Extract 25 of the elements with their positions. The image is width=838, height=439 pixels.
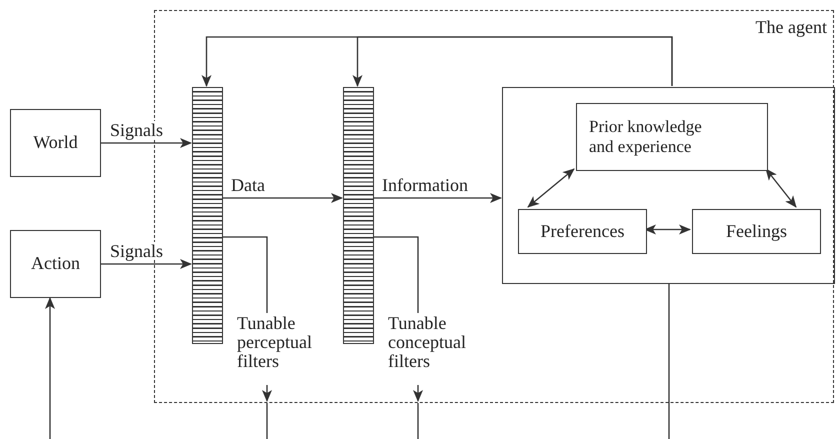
arrow [527,168,575,208]
edge-label: Information [381,176,469,194]
process-box: Feelings [692,209,821,254]
arrow [101,259,192,269]
agent-title: The agent [756,17,827,38]
process-box: World [10,109,101,177]
process-box: Action [10,230,101,298]
edge-label: Data [230,176,266,194]
knowledge-box [502,87,835,284]
arrow [373,193,502,203]
process-box: Preferences [518,209,647,254]
arrow [765,168,797,208]
process-box: Prior knowledge and experience [576,103,768,171]
arrow [222,193,343,203]
filter-label: Tunable perceptual filters [237,314,341,384]
arrow [352,36,673,87]
arrow [45,297,55,439]
arrow [262,385,272,402]
edge-label: Signals [109,121,164,139]
filter-bar [192,87,223,344]
arrow [413,385,423,402]
arrow [101,138,192,148]
edge-label: Signals [109,242,164,260]
filter-label: Tunable conceptual filters [388,314,492,384]
filter-bar [343,87,374,344]
